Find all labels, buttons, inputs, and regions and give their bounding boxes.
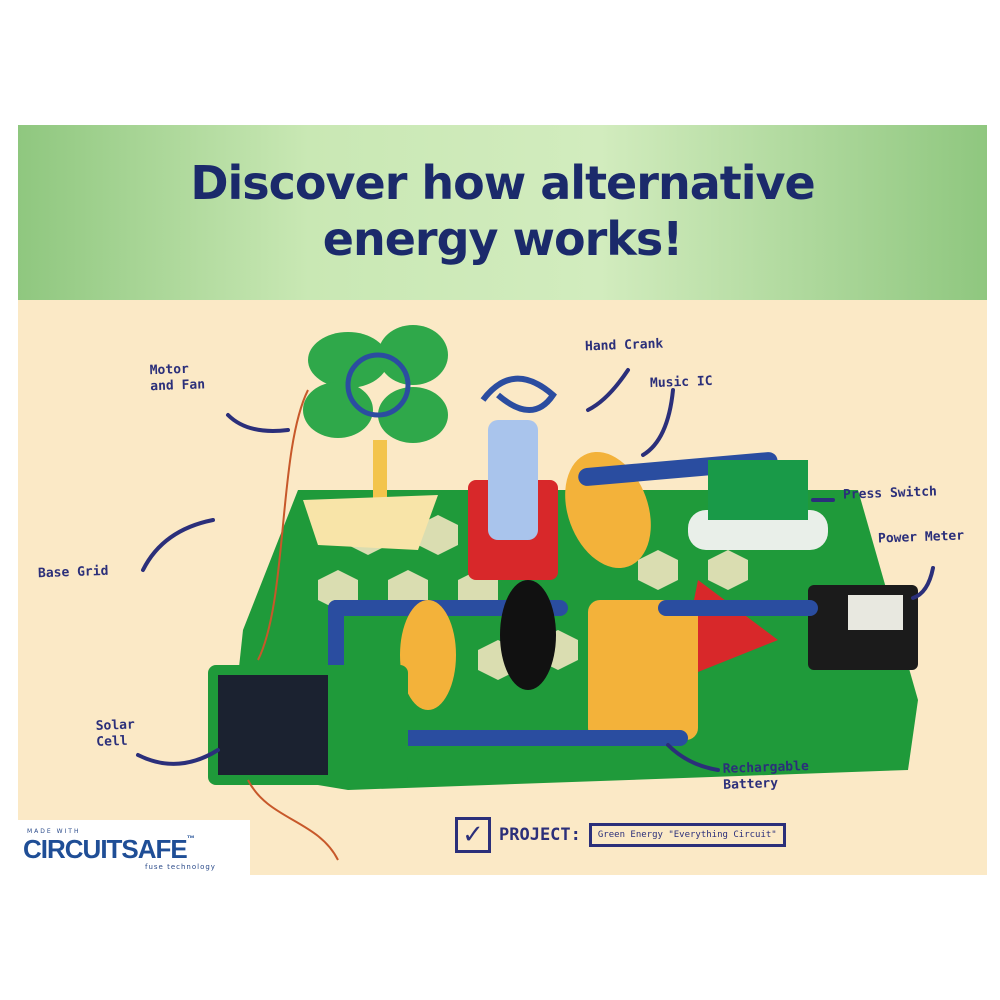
label-base-grid: Base Grid: [37, 563, 109, 582]
headline: Discover how alternative energy works!: [190, 156, 815, 266]
label-press-switch: Press Switch: [842, 484, 938, 503]
fan-blades: [303, 325, 448, 443]
label-power-meter: Power Meter: [877, 528, 965, 547]
label-hand-crank: Hand Crank: [584, 336, 664, 355]
circuit-kit-illustration: [136, 325, 935, 861]
label-battery: Rechargable Battery: [722, 758, 810, 793]
circuitsafe-logo: MADE WITH CIRCUITSAFE™ fuse technology: [15, 820, 250, 875]
headline-banner: Discover how alternative energy works!: [18, 125, 987, 300]
label-motor-fan: Motor and Fan: [149, 361, 206, 395]
project-label: PROJECT:: [499, 825, 581, 845]
label-music-ic: Music IC: [649, 373, 713, 392]
checkbox-icon: ✓: [455, 817, 491, 853]
label-solar-cell: Solar Cell: [95, 717, 136, 750]
project-name: Green Energy "Everything Circuit": [588, 823, 786, 847]
project-callout: ✓ PROJECT: Green Energy "Everything Circ…: [455, 815, 786, 855]
product-scene: Motor and Fan Hand Crank Music IC Press …: [18, 300, 987, 875]
pointer-arrows: [136, 368, 935, 772]
